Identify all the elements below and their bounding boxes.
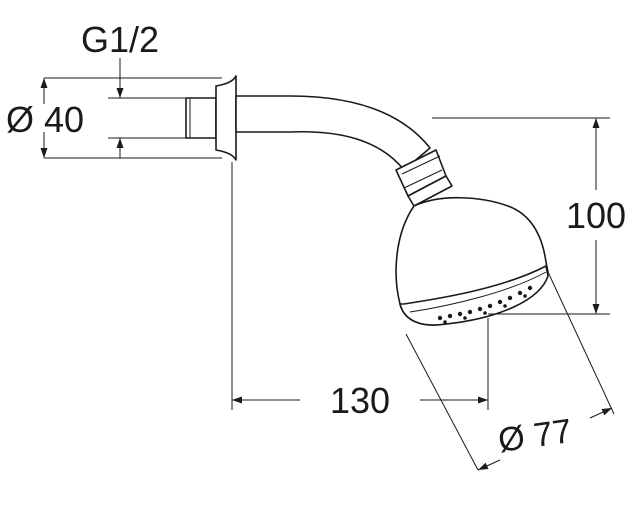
head-diameter-dimension: Ø 77 — [405, 271, 615, 471]
shower-head-face — [399, 265, 549, 326]
arm-pipe — [235, 95, 431, 171]
head-diameter-label: Ø 77 — [496, 412, 574, 460]
projection-dimension: 130 — [231, 162, 489, 421]
thread-connector — [185, 97, 217, 139]
spray-nozzles — [437, 285, 533, 324]
height-dimension: 100 — [432, 117, 626, 315]
arm-diameter-label: Ø 40 — [6, 99, 84, 140]
thread-label: G1/2 — [81, 19, 159, 60]
projection-label: 130 — [330, 380, 390, 421]
shower-arm — [185, 75, 453, 207]
arm-diameter-dimension: Ø 40 — [6, 77, 222, 159]
shower-head — [395, 196, 549, 326]
thread-dimension: G1/2 — [81, 19, 186, 158]
height-label: 100 — [566, 195, 626, 236]
wall-flange — [215, 75, 237, 161]
